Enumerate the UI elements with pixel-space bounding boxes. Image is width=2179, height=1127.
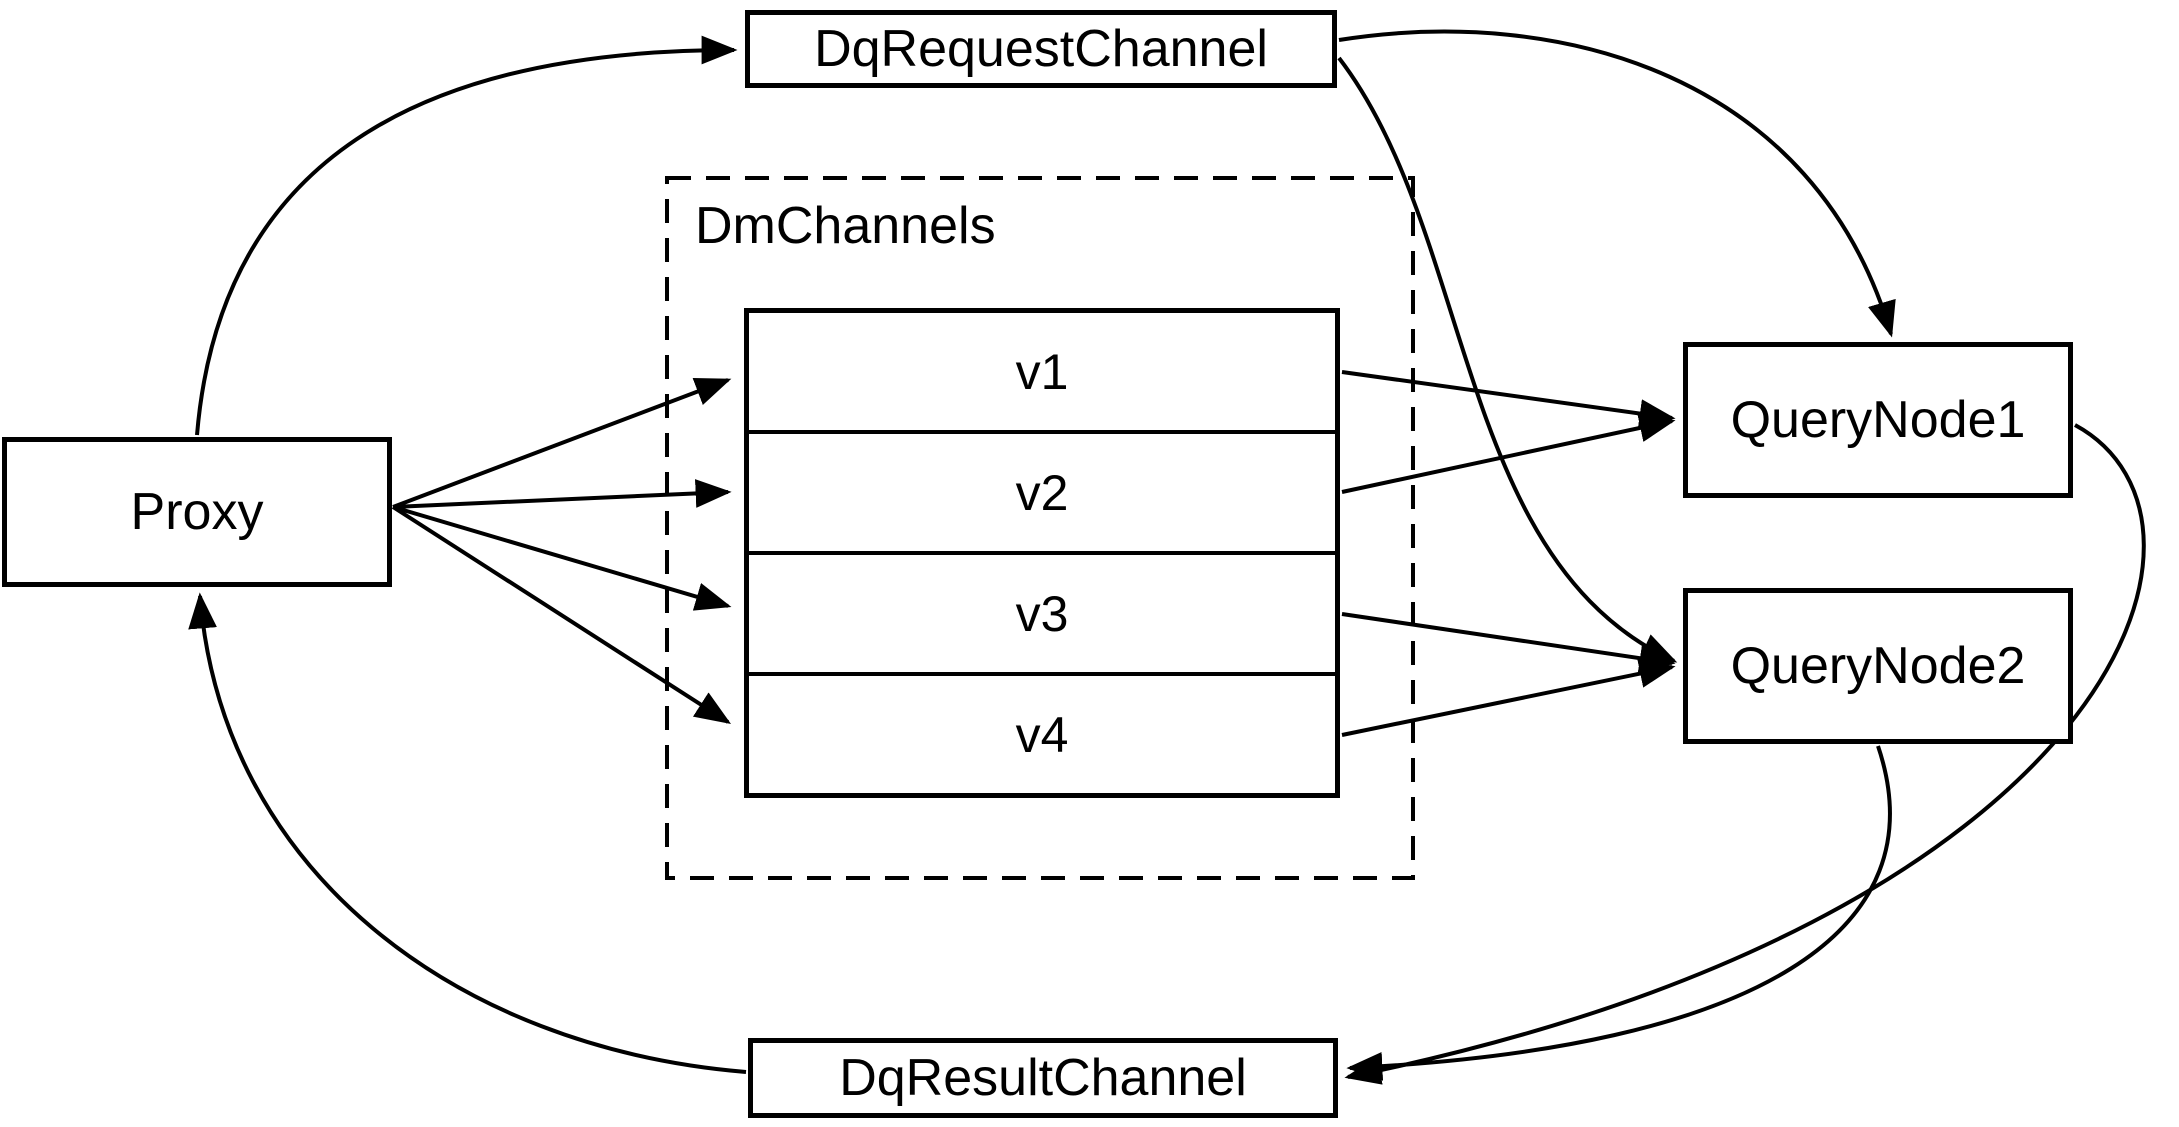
edge-v4-to-querynode2 [1341,659,1676,737]
edge-proxy-to-v1 [392,378,732,509]
channel-v3: v3 [749,551,1335,672]
node-dq-result-channel: DqResultChannel [748,1038,1338,1118]
node-query-node2-label: QueryNode2 [1730,637,2026,695]
node-query-node1-label: QueryNode1 [1730,391,2026,449]
edge-proxy-to-v4 [391,505,732,724]
edge-v2-to-querynode1 [1341,413,1676,494]
edge-proxy-to-dqrequestchannel [195,35,738,436]
node-dq-result-channel-label: DqResultChannel [839,1049,1247,1107]
dm-channels-group: DmChannels [667,178,1413,878]
channel-v2: v2 [749,430,1335,551]
edge-proxy-to-v3 [392,505,732,611]
channel-stack: v1 v2 v3 v4 [744,308,1340,798]
edge-v3-to-querynode2 [1341,612,1676,673]
edge-querynode2-to-dqresultchannel [1346,745,1892,1081]
edge-proxy-to-v2 [392,479,732,509]
node-query-node2: QueryNode2 [1683,588,2073,744]
edge-dqrequestchannel-to-querynode2 [1337,56,1678,663]
channel-v4: v4 [749,672,1335,793]
edge-dqresultchannel-to-proxy [188,592,747,1074]
edge-dqrequestchannel-to-querynode1 [1338,29,1896,338]
edge-v1-to-querynode1 [1341,370,1676,428]
node-query-node1: QueryNode1 [1683,342,2073,498]
channel-v1: v1 [1015,343,1069,400]
node-proxy-label: Proxy [130,483,264,541]
dm-channels-group-label: DmChannels [695,197,996,255]
node-dq-request-channel: DqRequestChannel [745,10,1337,88]
node-proxy: Proxy [2,437,392,587]
dm-channels-group-border [665,176,1415,880]
edge-querynode1-to-dqresultchannel [1344,423,2146,1085]
node-dq-request-channel-label: DqRequestChannel [814,20,1268,78]
